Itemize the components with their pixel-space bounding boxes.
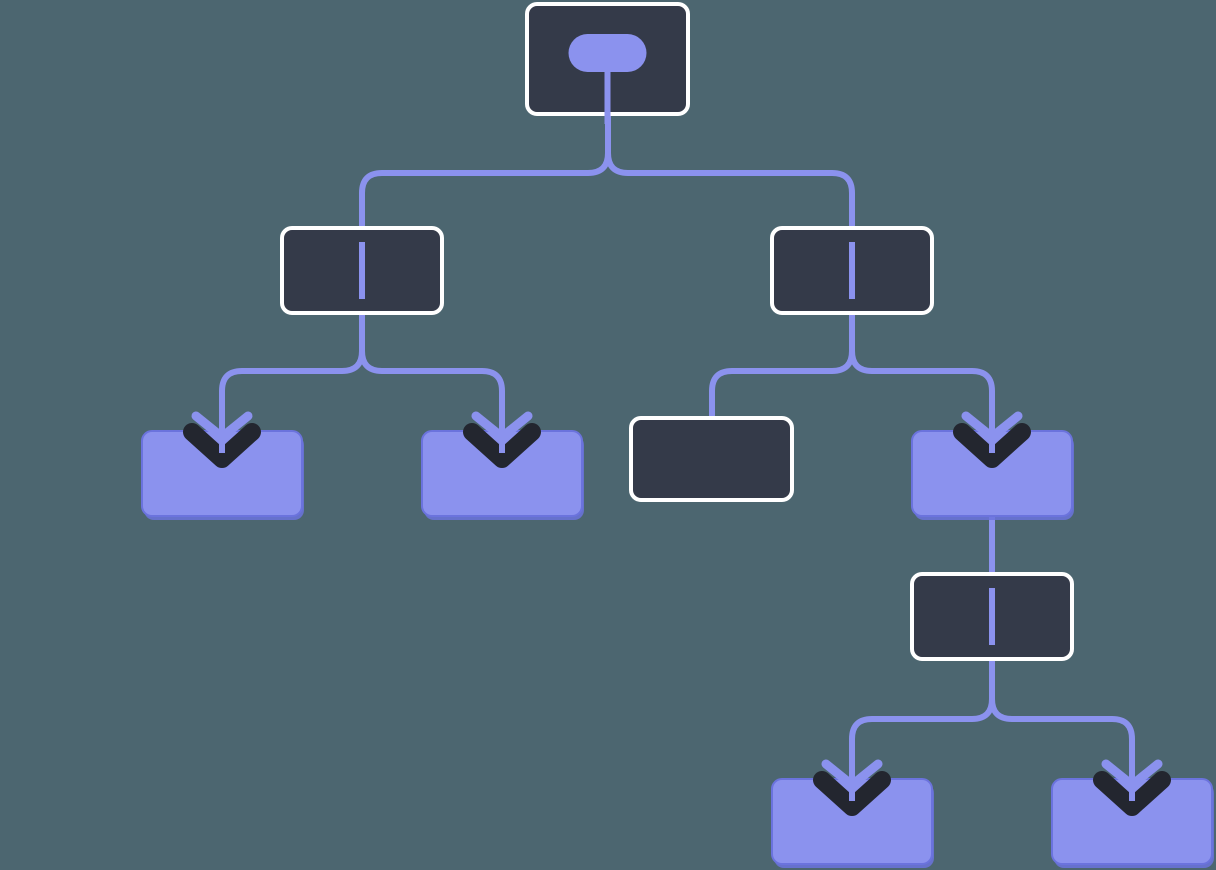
arrowhead-dark-chevron-icon	[1093, 771, 1171, 816]
root-node-stem-marker	[604, 72, 611, 124]
edge-branch-right-to-branch-d[interactable]	[849, 242, 995, 444]
arrowhead-layer	[183, 407, 1171, 816]
arrowhead-shaft	[849, 755, 855, 801]
arrowhead-shaft	[499, 407, 505, 453]
edge-layer	[219, 50, 1135, 792]
arrowhead-dark-chevron-icon	[813, 771, 891, 816]
arrowhead-dark-chevron-icon	[463, 423, 541, 468]
node-layer	[141, 2, 1213, 865]
arrowhead-shaft	[1129, 755, 1135, 801]
edge-branch-left-to-leaf-b[interactable]	[359, 242, 505, 444]
node-passthrough-marker	[989, 588, 995, 645]
arrowhead-shaft	[989, 407, 995, 453]
arrowhead-dark-chevron-icon	[183, 423, 261, 468]
node-marker-layer	[359, 34, 995, 645]
empty-node-c[interactable]	[629, 416, 794, 502]
node-passthrough-marker	[359, 242, 365, 299]
arrowhead-shaft	[219, 407, 225, 453]
edge-root-to-branch-right[interactable]	[605, 50, 855, 313]
edge-sub-branch-to-leaf-f[interactable]	[989, 588, 1135, 792]
arrowhead-dark-chevron-icon	[953, 423, 1031, 468]
root-node-pill-marker	[568, 34, 647, 72]
node-passthrough-marker	[849, 242, 855, 299]
